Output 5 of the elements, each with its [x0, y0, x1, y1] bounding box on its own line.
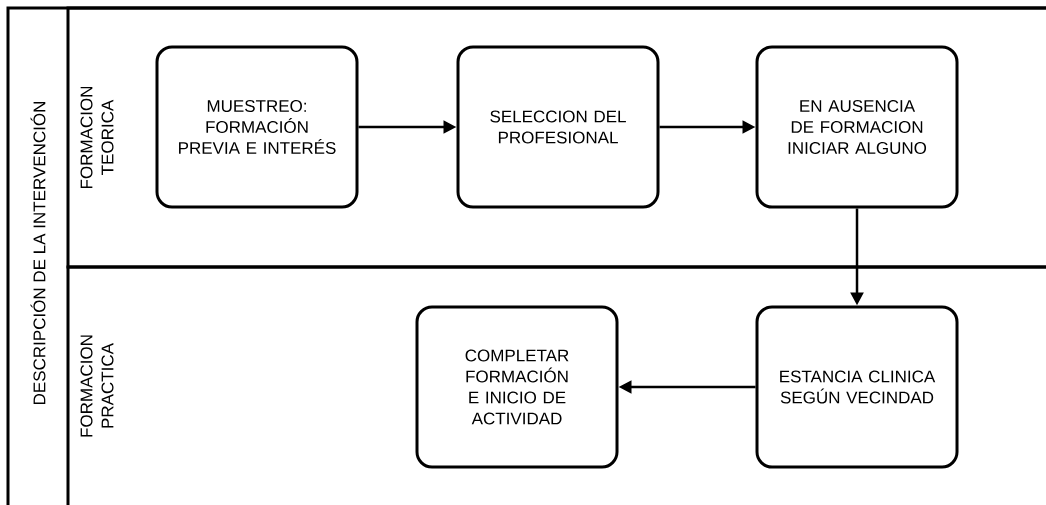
process-box: COMPLETAR FORMACIÓN E INICIO DE ACTIVIDAD: [415, 305, 619, 469]
process-box: MUESTREO: FORMACIÓN PREVIA E INTERÉS: [155, 45, 359, 209]
process-box: SELECCION DEL PROFESIONAL: [456, 45, 660, 209]
process-box: ESTANCIA CLINICA SEGÚN VECINDAD: [755, 305, 959, 469]
process-box: EN AUSENCIA DE FORMACION INICIAR ALGUNO: [755, 45, 959, 209]
